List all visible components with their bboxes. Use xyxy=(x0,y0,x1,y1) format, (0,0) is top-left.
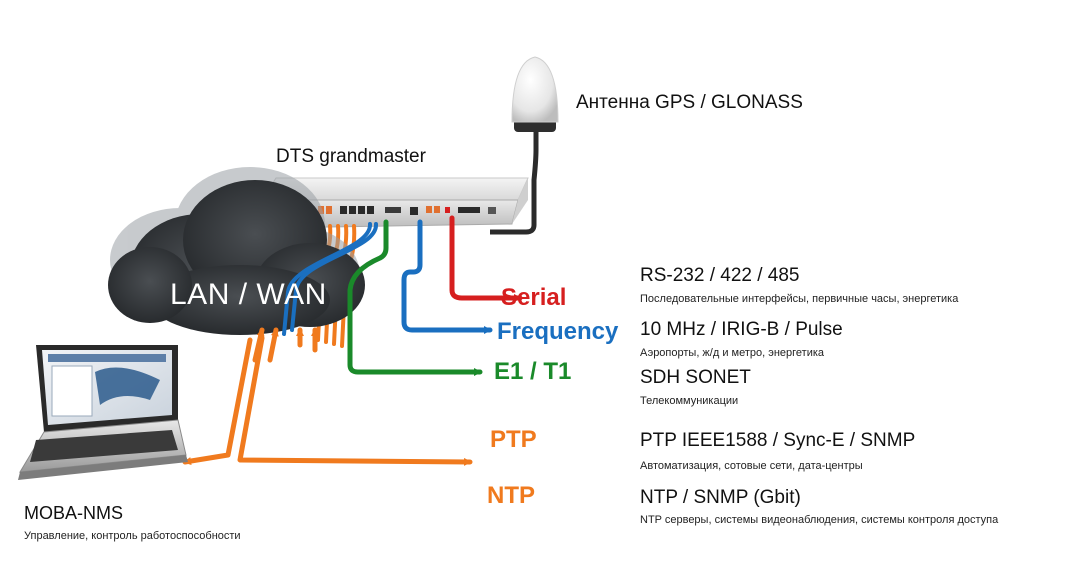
serial-title: RS-232 / 422 / 485 xyxy=(640,265,800,286)
signal-serial: Serial xyxy=(501,284,567,311)
antenna-label: Антенна GPS / GLONASS xyxy=(576,92,803,113)
laptop-icon xyxy=(18,345,188,480)
device-label: DTS grandmaster xyxy=(276,146,426,167)
nms-subtitle: Управление, контроль работоспособности xyxy=(24,530,241,542)
ptp-ntp-links xyxy=(182,335,473,466)
ptp-desc: Автоматизация, сотовые сети, дата-центры xyxy=(640,460,863,472)
signal-frequency: Frequency xyxy=(497,318,619,345)
signal-ptp: PTP xyxy=(490,426,537,453)
serial-cable xyxy=(449,215,523,302)
gps-antenna-icon xyxy=(490,56,559,235)
nms-title: MOBA-NMS xyxy=(24,503,123,523)
frequency-title: 10 MHz / IRIG-B / Pulse xyxy=(640,319,843,340)
e1-t1-title: SDH SONET xyxy=(640,367,751,388)
signal-ntp: NTP xyxy=(487,482,535,509)
frequency-desc: Аэропорты, ж/д и метро, энергетика xyxy=(640,347,825,359)
e1-t1-cable xyxy=(347,219,483,376)
ntp-desc: NTP серверы, системы видеонаблюдения, си… xyxy=(640,514,999,526)
cloud-icon xyxy=(108,167,365,335)
frequency-cable xyxy=(401,219,493,334)
cloud-label: LAN / WAN xyxy=(170,278,327,311)
frequency-cables xyxy=(282,222,379,336)
signal-e1-t1: E1 / T1 xyxy=(494,358,572,385)
ntp-title: NTP / SNMP (Gbit) xyxy=(640,487,801,508)
serial-desc: Последовательные интерфейсы, первичные ч… xyxy=(640,293,959,305)
ptp-title: PTP IEEE1588 / Sync-E / SNMP xyxy=(640,430,916,451)
e1-t1-desc: Телекоммуникации xyxy=(640,395,739,407)
